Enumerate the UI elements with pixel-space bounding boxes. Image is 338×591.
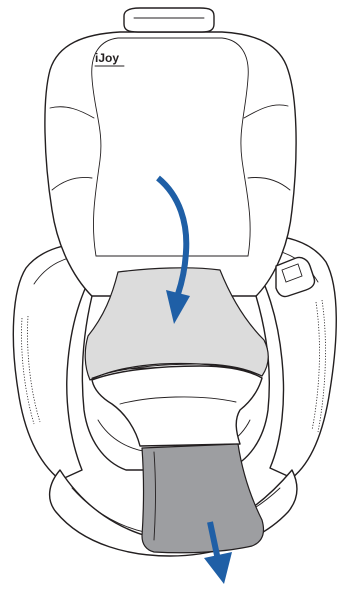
seat-cover-pulled: [142, 444, 264, 553]
logo-text: iJoy: [95, 51, 119, 65]
backrest-shell: [45, 32, 296, 300]
